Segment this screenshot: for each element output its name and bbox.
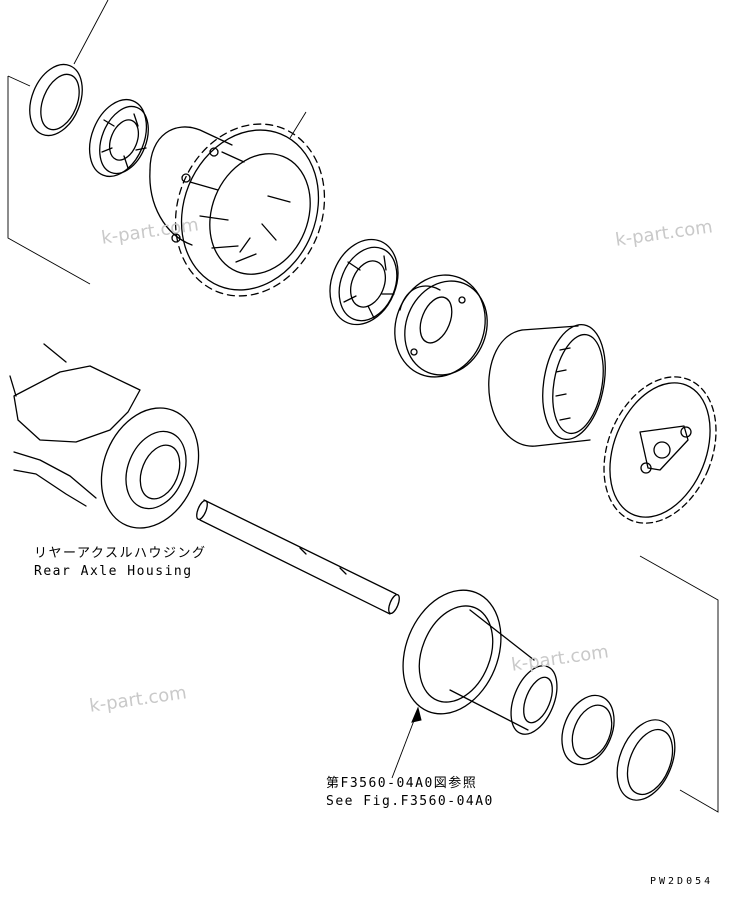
- ring-gear: [488, 323, 606, 447]
- sun-gear-plate: [603, 376, 717, 524]
- rear-axle-housing: [9, 343, 200, 529]
- rear-axle-housing-label-en: Rear Axle Housing: [34, 564, 193, 579]
- wheel-hub-flange: [402, 589, 558, 735]
- leader-lines: [73, 0, 307, 139]
- hub-seal-ring: [616, 719, 676, 801]
- axle-shaft: [196, 499, 400, 615]
- outer-bearing: [88, 99, 149, 177]
- oil-seal-ring: [29, 63, 83, 137]
- inner-bearing: [329, 238, 399, 326]
- drawing-code: PW2D054: [650, 876, 714, 887]
- splined-hub: [394, 274, 488, 378]
- reference-arrow: [391, 706, 422, 779]
- see-fig-label-en: See Fig.F3560-04A0: [326, 794, 494, 809]
- hub-bearing: [561, 694, 615, 766]
- planetary-carrier: [149, 123, 326, 297]
- rear-axle-housing-label-jp: リヤーアクスルハウジング: [34, 546, 207, 561]
- see-fig-label-jp: 第F3560-04A0図参照: [326, 776, 478, 791]
- assembly-frame-lines: [7, 75, 719, 813]
